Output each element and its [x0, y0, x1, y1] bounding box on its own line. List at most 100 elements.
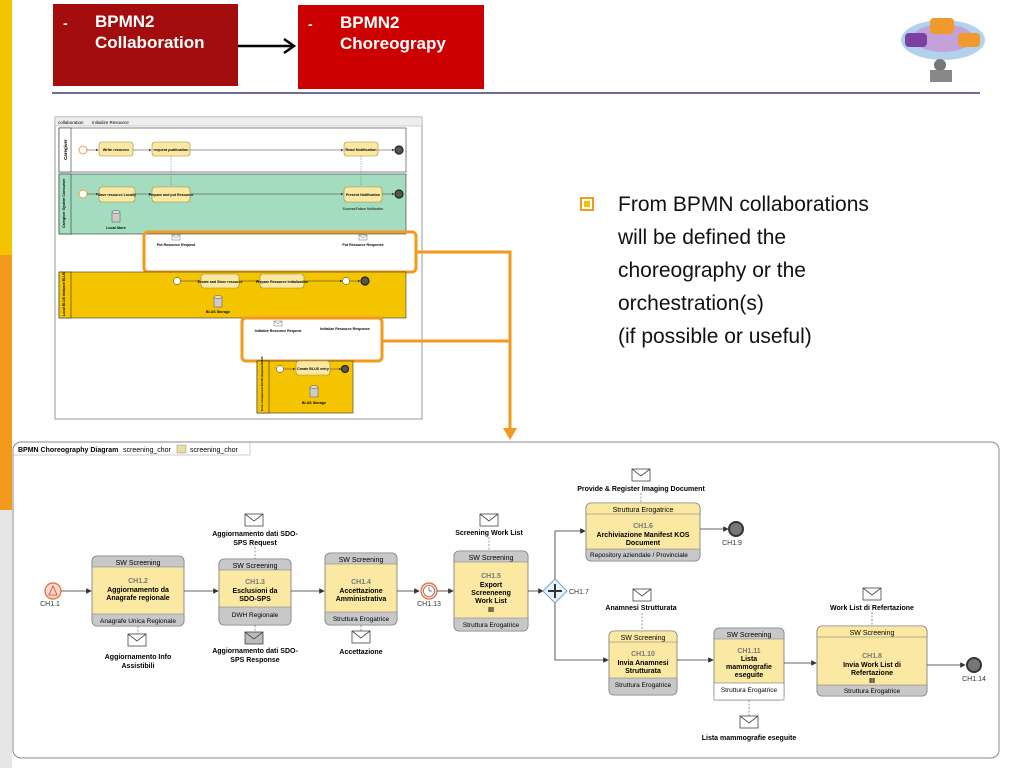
activity-ch1-6[interactable]: Struttura Erogatrice CH1.6 Archiviazione…	[585, 502, 701, 562]
msg-screening-worklist-label: Screening Work List	[455, 530, 523, 537]
blus-storage-icon	[213, 295, 223, 308]
activity-ch1-5[interactable]: SW Screening CH1.5 Export Screeneeng Wor…	[453, 550, 529, 632]
msg-worklist-refertazione-envelope-icon	[862, 587, 882, 601]
task-prepare-put[interactable]: Prepare and put Resource	[149, 186, 194, 203]
svg-text:Refertazione: Refertazione	[851, 670, 893, 677]
lane-core-blus-label: Core component BLUS Hospital BLUS	[260, 356, 264, 411]
svg-text:Repository aziendale / Provinc: Repository aziendale / Provinciale	[590, 552, 688, 559]
task-request-publication[interactable]: request publication	[151, 141, 191, 157]
end-event-ch1-9-icon[interactable]	[728, 521, 744, 537]
lane-caregiver-system-label: Caregiver System Consumer	[62, 178, 66, 228]
local-store-icon	[111, 210, 121, 223]
svg-text:Struttura Erogatrice: Struttura Erogatrice	[463, 622, 520, 629]
msg-sdo-request-label2: SPS Request	[233, 540, 277, 547]
svg-text:SDO-SPS: SDO-SPS	[239, 596, 271, 603]
svg-text:Invia Work List di: Invia Work List di	[843, 662, 901, 669]
msg-sdo-response-label2: SPS Response	[230, 657, 280, 664]
svg-text:CH1.6: CH1.6	[633, 523, 653, 530]
msg-accettazione-label: Accettazione	[339, 649, 382, 656]
blus-storage2-label: BLUS Storage	[302, 401, 326, 405]
svg-text:Anagrafe Unica Regionale: Anagrafe Unica Regionale	[100, 618, 176, 625]
svg-text:Lista: Lista	[741, 656, 757, 663]
svg-text:Amministrativa: Amministrativa	[336, 596, 387, 603]
blus-storage-label: BLUS Storage	[206, 310, 230, 314]
put-request-envelope-icon	[171, 234, 181, 241]
svg-text:SW Screening: SW Screening	[233, 563, 278, 570]
msg-anamnesi-envelope-icon	[632, 588, 652, 602]
activity-ch1-8[interactable]: SW Screening CH1.8 Invia Work List di Re…	[816, 625, 928, 697]
svg-text:Create BLUS entry: Create BLUS entry	[297, 367, 329, 371]
svg-text:CH1.4: CH1.4	[351, 579, 371, 586]
left-stripe-yellow	[0, 0, 12, 255]
choreo-dash: -	[308, 16, 313, 32]
activity-ch1-10[interactable]: SW Screening CH1.10 Invia Anamnesi Strut…	[608, 630, 678, 696]
choreography-header-box: - BPMN2 Choreograpy	[298, 5, 484, 89]
timer-event-icon[interactable]	[420, 582, 438, 600]
msg-accettazione-envelope-icon	[351, 630, 371, 644]
collab-title: BPMN2 Collaboration	[95, 11, 205, 53]
svg-text:Struttura Erogatrice: Struttura Erogatrice	[613, 507, 674, 514]
success-failure-label: Success/Failure Notification	[343, 207, 384, 211]
end-event-ch1-9-label: CH1.9	[722, 540, 742, 547]
msg-sdo-request-envelope-icon	[244, 513, 264, 527]
put-response-label: Put Resource Response	[342, 243, 383, 247]
msg-lista-mammografie-label: Lista mammografie eseguite	[702, 735, 797, 742]
collab-tab-label[interactable]: collaboration	[58, 120, 84, 125]
choreo-title-label: BPMN Choreography Diagram	[18, 447, 118, 454]
task-present-notification[interactable]: Present Notification	[343, 186, 383, 203]
msg-worklist-refertazione-label: Work List di Refertazione	[830, 605, 914, 612]
choreo-tab2[interactable]: screening_chor	[190, 447, 239, 454]
svg-text:DWH Regionale: DWH Regionale	[232, 612, 279, 619]
activity-ch1-2[interactable]: SW Screening CH1.2 Aggiornamento da Anag…	[91, 555, 185, 627]
svg-text:Struttura Erogatrice: Struttura Erogatrice	[615, 682, 672, 689]
activity-ch1-4[interactable]: SW Screening CH1.4 Accettazione Amminist…	[324, 552, 398, 626]
msg-info-assistibili-label1: Aggiornamento Info	[105, 654, 172, 661]
svg-text:Document: Document	[626, 540, 661, 547]
task-create-store[interactable]: Create and Store resource	[198, 273, 243, 289]
end-event-ch1-14-label: CH1.14	[962, 676, 986, 683]
msg-screening-worklist-envelope-icon	[479, 513, 499, 527]
lane-caregiver-label: Caregiver	[63, 139, 68, 160]
activity-ch1-11[interactable]: SW Screening CH1.11 Lista mammografie es…	[713, 627, 785, 701]
header-divider	[52, 92, 980, 94]
svg-text:CH1.3: CH1.3	[245, 579, 265, 586]
parallel-gateway-icon[interactable]	[542, 578, 568, 604]
activity-ch1-3[interactable]: SW Screening CH1.3 Esclusioni da SDO-SPS…	[218, 558, 292, 626]
collab-tab2-label[interactable]: Initialize Resource	[92, 120, 129, 125]
bullet-text: From BPMN collaborations will be defined…	[618, 188, 948, 353]
svg-text:III: III	[488, 607, 494, 614]
left-stripe-gray	[0, 510, 12, 768]
task-create-blus-entry[interactable]: Create BLUS entry	[295, 360, 331, 376]
collaboration-diagram: collaboration Initialize Resource Caregi…	[54, 116, 423, 420]
task-save-resource[interactable]: Save resource Locally	[98, 186, 136, 203]
choreography-diagram: BPMN Choreography Diagram screening_chor…	[12, 441, 1000, 759]
bullet-line4: orchestration(s)	[618, 292, 764, 315]
lane-local-blus-label: Local BLUS Instance BLUS	[62, 271, 66, 316]
bullet-line1: From BPMN collaborations	[618, 193, 869, 216]
end-event-ch1-14-icon[interactable]	[966, 657, 982, 673]
msg-sdo-request-label1: Aggiornamento dati SDO-	[212, 531, 298, 538]
left-stripe-orange	[0, 255, 12, 510]
svg-text:Struttura Erogatrice: Struttura Erogatrice	[721, 687, 778, 694]
svg-text:SW Screening: SW Screening	[469, 555, 514, 562]
choreo-tab1[interactable]: screening_chor	[123, 447, 172, 454]
collab-title-line2: Collaboration	[95, 33, 205, 52]
svg-text:Prepare Resource Initializatio: Prepare Resource Initialization	[256, 280, 309, 284]
svg-text:Archiviazione Manifest KOS: Archiviazione Manifest KOS	[597, 532, 690, 539]
collaboration-header-box: - BPMN2 Collaboration	[53, 4, 238, 86]
header-arrow-icon	[238, 37, 297, 55]
svg-text:Export: Export	[480, 582, 503, 589]
task-write-resource[interactable]: Write resource	[98, 141, 134, 157]
svg-text:Struttura Erogatrice: Struttura Erogatrice	[333, 616, 390, 623]
put-request-label: Put Resource Request	[157, 243, 196, 247]
msg-anamnesi-label: Anamnesi Strutturata	[605, 605, 676, 612]
svg-text:CH1.10: CH1.10	[631, 651, 655, 658]
start-event-icon[interactable]	[44, 582, 62, 600]
svg-text:Invia Anamnesi: Invia Anamnesi	[617, 660, 668, 667]
start-event-label: CH1.1	[40, 601, 60, 608]
bullet-square-icon	[580, 197, 594, 211]
svg-text:request publication: request publication	[153, 148, 189, 152]
svg-text:Prepare and put Resource: Prepare and put Resource	[149, 193, 194, 197]
